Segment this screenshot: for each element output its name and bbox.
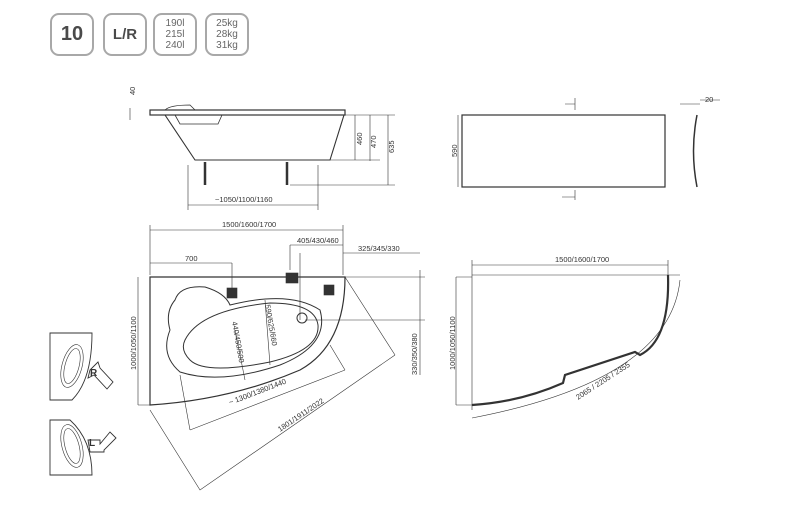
orientation-right-icon: R bbox=[49, 332, 114, 401]
panel-profile bbox=[692, 114, 698, 188]
panel-rect bbox=[461, 114, 666, 188]
drain-icon bbox=[296, 312, 308, 324]
dim-height-460: 460 bbox=[355, 132, 364, 145]
arrow-icon bbox=[87, 431, 117, 453]
orientation-badge: L/R bbox=[103, 13, 147, 56]
weight-value: 31kg bbox=[216, 40, 238, 51]
armrest bbox=[174, 114, 223, 125]
mixer-icon bbox=[285, 272, 299, 284]
arrow-icon bbox=[87, 361, 114, 390]
dim-corner-offset: 325/345/330 bbox=[358, 244, 400, 253]
front-panel-view: 590 20 bbox=[450, 95, 720, 200]
dim-tap-offset: 700 bbox=[185, 254, 198, 263]
weight-value: 28kg bbox=[216, 29, 238, 40]
tub-basin-inner bbox=[182, 302, 319, 369]
dim-side-offset: 330/350/380 bbox=[410, 333, 419, 375]
weight-badge: 25kg 28kg 31kg bbox=[205, 13, 249, 56]
orientation-left-icon: L bbox=[49, 419, 117, 476]
dim-depth: 1000/1050/1100 bbox=[129, 316, 138, 370]
orientation-label: L/R bbox=[112, 26, 138, 43]
dim-rim: 40 bbox=[128, 87, 137, 95]
panel-plan-view: 1500/1600/1700 1000/1050/1100 2065 / 220… bbox=[448, 255, 681, 419]
dim-arc-length: 2065 / 2205 / 2355 bbox=[574, 360, 631, 402]
side-view: 40 460 470 635 ~1050/1100/1160 bbox=[128, 87, 396, 210]
volume-value: 215l bbox=[165, 29, 185, 40]
weight-value: 25kg bbox=[216, 18, 238, 29]
dim-diagonal: 1801/1911/2022 bbox=[276, 396, 326, 433]
tub-body bbox=[164, 114, 345, 161]
panel-curve bbox=[471, 274, 670, 407]
headrest bbox=[164, 104, 196, 111]
dim-length: ~1050/1100/1160 bbox=[215, 195, 273, 204]
legs bbox=[203, 162, 289, 185]
tub-outline bbox=[149, 276, 346, 406]
pack-count: 10 bbox=[60, 23, 84, 45]
top-view: 1500/1600/1700 405/430/460 325/345/330 7… bbox=[129, 220, 425, 491]
dim-inner-width-1: 440/450/500 bbox=[230, 321, 246, 364]
volume-value: 190l bbox=[165, 18, 185, 29]
volume-value: 240l bbox=[165, 40, 185, 51]
dim-drain-offset: 405/430/460 bbox=[297, 236, 339, 245]
tub-rim bbox=[149, 109, 346, 116]
arc-dimension bbox=[471, 279, 681, 419]
dim-inner-width-2: 590/625/660 bbox=[263, 304, 279, 347]
right-label: R bbox=[90, 368, 98, 379]
tub-basin-outer bbox=[166, 286, 323, 378]
left-label: L bbox=[89, 438, 95, 449]
tap-icon bbox=[323, 284, 335, 296]
dim-panel-width: 1500/1600/1700 bbox=[555, 255, 609, 264]
volume-badge: 190l 215l 240l bbox=[153, 13, 197, 56]
pack-count-badge: 10 bbox=[50, 13, 94, 56]
dim-panel-thickness: 20 bbox=[705, 95, 713, 104]
dim-panel-height: 590 bbox=[450, 144, 459, 157]
dim-width: 1500/1600/1700 bbox=[222, 220, 276, 229]
dim-height-470: 470 bbox=[369, 135, 378, 148]
dim-panel-depth: 1000/1050/1100 bbox=[448, 316, 457, 370]
dim-height-635: 635 bbox=[387, 140, 396, 153]
